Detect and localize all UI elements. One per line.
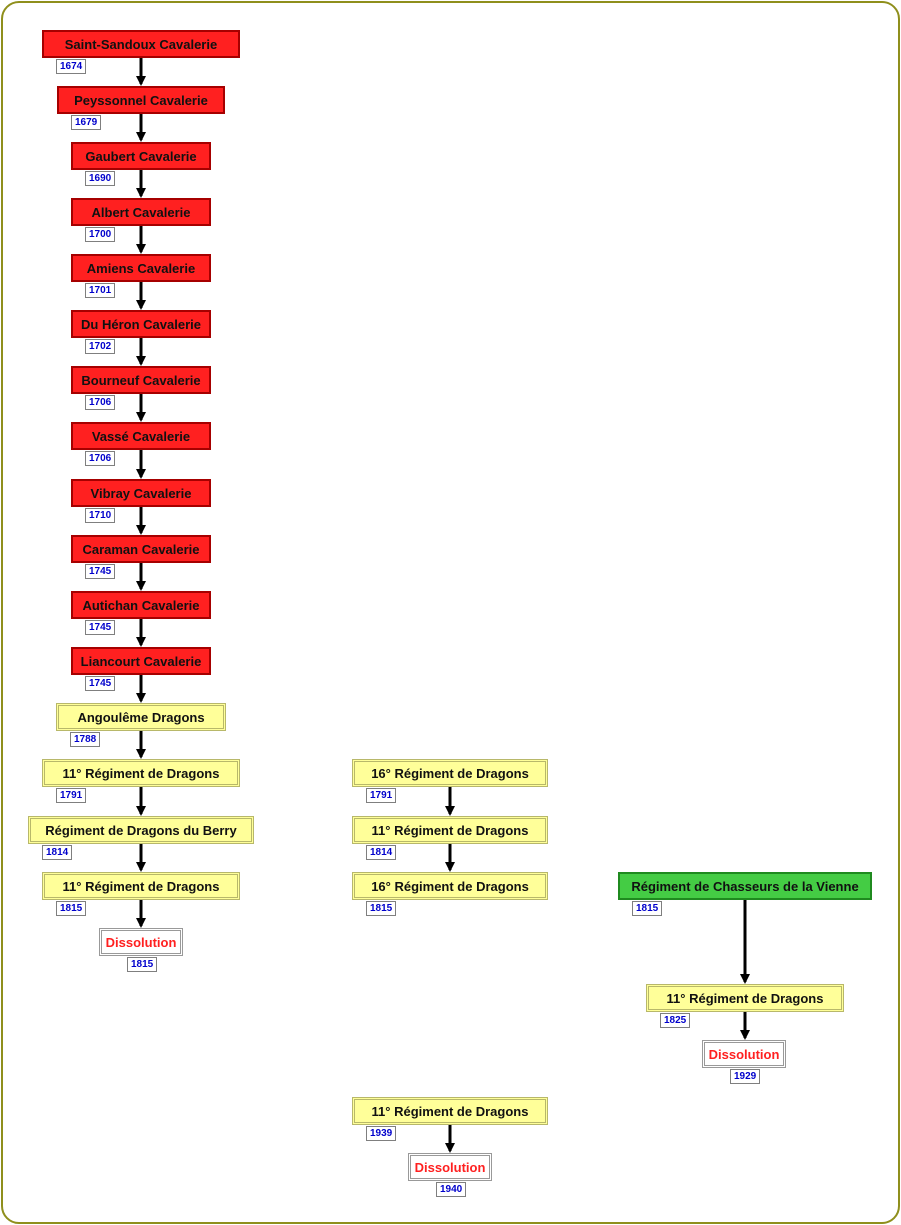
year-badge: 1745 bbox=[85, 564, 116, 579]
regiment-node: Du Héron Cavalerie bbox=[71, 310, 211, 338]
regiment-node: Liancourt Cavalerie bbox=[71, 647, 211, 675]
regiment-node: Angoulême Dragons bbox=[56, 703, 226, 731]
year-badge: 1791 bbox=[366, 788, 397, 803]
regiment-node: Vibray Cavalerie bbox=[71, 479, 211, 507]
regiment-node: 11° Régiment de Dragons bbox=[42, 872, 240, 900]
regiment-node: Saint-Sandoux Cavalerie bbox=[42, 30, 240, 58]
regiment-node: Bourneuf Cavalerie bbox=[71, 366, 211, 394]
regiment-node: Régiment de Dragons du Berry bbox=[28, 816, 254, 844]
regiment-node: 11° Régiment de Dragons bbox=[42, 759, 240, 787]
year-badge: 1702 bbox=[85, 339, 116, 354]
year-badge: 1679 bbox=[71, 115, 102, 130]
year-badge: 1825 bbox=[660, 1013, 691, 1028]
year-badge: 1940 bbox=[436, 1182, 467, 1197]
year-badge: 1815 bbox=[127, 957, 158, 972]
year-badge: 1690 bbox=[85, 171, 116, 186]
regiment-node: Régiment de Chasseurs de la Vienne bbox=[618, 872, 872, 900]
regiment-node: 11° Régiment de Dragons bbox=[352, 816, 548, 844]
regiment-node: Gaubert Cavalerie bbox=[71, 142, 211, 170]
year-badge: 1745 bbox=[85, 676, 116, 691]
year-badge: 1710 bbox=[85, 508, 116, 523]
year-badge: 1791 bbox=[56, 788, 87, 803]
year-badge: 1788 bbox=[70, 732, 101, 747]
year-badge: 1706 bbox=[85, 451, 116, 466]
regiment-node: Albert Cavalerie bbox=[71, 198, 211, 226]
year-badge: 1700 bbox=[85, 227, 116, 242]
regiment-node: 11° Régiment de Dragons bbox=[646, 984, 844, 1012]
year-badge: 1701 bbox=[85, 283, 116, 298]
regiment-node: Autichan Cavalerie bbox=[71, 591, 211, 619]
year-badge: 1745 bbox=[85, 620, 116, 635]
year-badge: 1939 bbox=[366, 1126, 397, 1141]
dissolution-node: Dissolution bbox=[99, 928, 183, 956]
year-badge: 1706 bbox=[85, 395, 116, 410]
year-badge: 1674 bbox=[56, 59, 87, 74]
year-badge: 1929 bbox=[730, 1069, 761, 1084]
dissolution-node: Dissolution bbox=[702, 1040, 786, 1068]
regiment-node: Vassé Cavalerie bbox=[71, 422, 211, 450]
regiment-node: Amiens Cavalerie bbox=[71, 254, 211, 282]
year-badge: 1815 bbox=[632, 901, 663, 916]
year-badge: 1815 bbox=[56, 901, 87, 916]
regiment-node: 16° Régiment de Dragons bbox=[352, 872, 548, 900]
year-badge: 1815 bbox=[366, 901, 397, 916]
year-badge: 1814 bbox=[366, 845, 397, 860]
regiment-node: 16° Régiment de Dragons bbox=[352, 759, 548, 787]
dissolution-node: Dissolution bbox=[408, 1153, 492, 1181]
regiment-node: 11° Régiment de Dragons bbox=[352, 1097, 548, 1125]
regiment-node: Peyssonnel Cavalerie bbox=[57, 86, 225, 114]
year-badge: 1814 bbox=[42, 845, 73, 860]
regiment-node: Caraman Cavalerie bbox=[71, 535, 211, 563]
